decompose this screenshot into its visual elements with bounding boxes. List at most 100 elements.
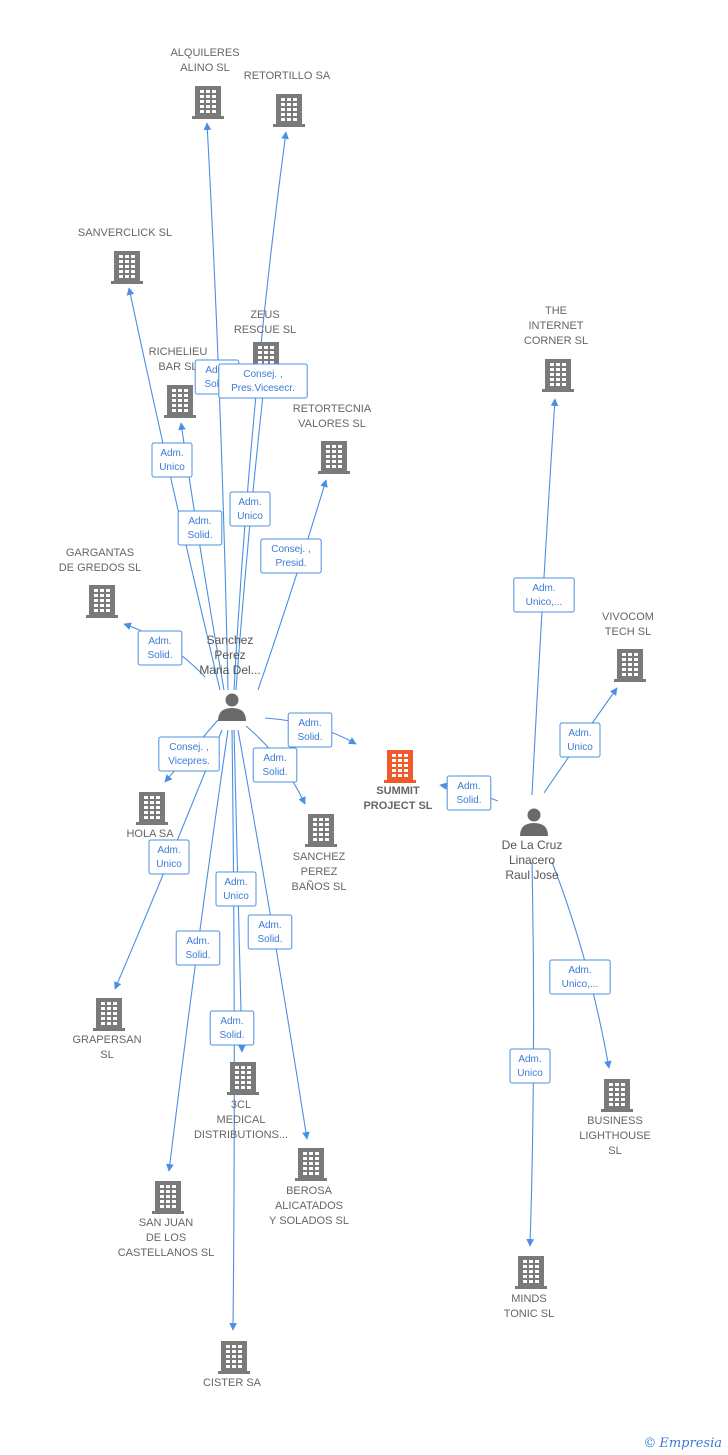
person-label-delacruz[interactable]: Linacero: [509, 853, 555, 867]
person-label-sanchez[interactable]: Sanchez: [207, 633, 254, 647]
edge-label-text: Solid.: [204, 379, 229, 390]
retortecnia-building-icon[interactable]: [318, 441, 350, 474]
edge-label-sanchez-to-berosa[interactable]: Adm.Solid.: [247, 914, 293, 950]
company-label-internet[interactable]: INTERNET: [529, 320, 584, 332]
person-label-sanchez[interactable]: Maria Del...: [199, 663, 260, 677]
company-label-berosa[interactable]: ALICATADOS: [275, 1200, 343, 1212]
company-label-berosa[interactable]: BEROSA: [286, 1185, 333, 1197]
company-label-zeus[interactable]: ZEUS: [250, 309, 279, 321]
company-label-alquileres[interactable]: ALINO SL: [180, 62, 230, 74]
company-label-internet[interactable]: CORNER SL: [524, 335, 588, 347]
edge-label-sanchez-to-retortecnia[interactable]: Consej. ,Presid.: [260, 538, 322, 574]
3cl-building-icon[interactable]: [227, 1062, 259, 1095]
company-label-summit[interactable]: SUMMIT: [376, 785, 420, 797]
edge-label-text: Adm.: [160, 448, 183, 459]
sanverclick-building-icon[interactable]: [111, 251, 143, 284]
edge-sanchez-to-retortecnia: [257, 479, 328, 691]
company-label-business[interactable]: SL: [608, 1145, 621, 1157]
company-label-richelieu[interactable]: RICHELIEU: [149, 346, 208, 358]
company-label-3cl[interactable]: MEDICAL: [217, 1114, 266, 1126]
company-label-3cl[interactable]: 3CL: [231, 1099, 251, 1111]
richelieu-building-icon[interactable]: [164, 385, 196, 418]
company-label-sanjuan[interactable]: CASTELLANOS SL: [118, 1247, 215, 1259]
edge-label-text: Adm.: [568, 965, 591, 976]
person-label-sanchez[interactable]: Perez: [214, 648, 245, 662]
company-label-sanchezperez[interactable]: SANCHEZ: [293, 851, 346, 863]
company-label-zeus[interactable]: RESCUE SL: [234, 324, 296, 336]
edge-label-sanchez-to-hola[interactable]: Consej. ,Vicepres.: [158, 736, 220, 772]
company-label-3cl[interactable]: DISTRIBUTIONS...: [194, 1129, 288, 1141]
company-label-gargantas[interactable]: DE GREDOS SL: [59, 562, 142, 574]
edge-label-sanchez-to-richelieu[interactable]: Adm.Solid.: [177, 510, 223, 546]
sanchez-person-icon[interactable]: [218, 693, 246, 722]
edge-label-text: Solid.: [219, 1030, 244, 1041]
company-label-retortillo[interactable]: RETORTILLO SA: [244, 70, 331, 82]
company-label-minds[interactable]: TONIC SL: [504, 1308, 555, 1320]
company-label-sanverclick[interactable]: SANVERCLICK SL: [78, 227, 172, 239]
company-label-business[interactable]: BUSINESS: [587, 1115, 643, 1127]
edge-label-box: [229, 491, 271, 527]
company-label-retortecnia[interactable]: VALORES SL: [298, 418, 366, 430]
company-label-vivocom[interactable]: TECH SL: [605, 626, 651, 638]
edge-label-text: Adm.: [238, 497, 261, 508]
grapersan-building-icon[interactable]: [93, 998, 125, 1031]
person-label-delacruz[interactable]: Raul Jose: [505, 868, 559, 882]
person-label-delacruz[interactable]: De La Cruz: [502, 838, 563, 852]
edge-label-sanchez-to-retortillo[interactable]: Consej. ,Pres.Vicesecr.: [218, 363, 308, 399]
edge-label-sanchez-to-3cl[interactable]: Adm.Unico: [215, 871, 257, 907]
company-label-sanchezperez[interactable]: BAÑOS SL: [291, 880, 346, 893]
delacruz-person-icon[interactable]: [520, 808, 548, 837]
company-label-retortecnia[interactable]: RETORTECNIA: [293, 403, 372, 415]
company-label-sanjuan[interactable]: SAN JUAN: [139, 1217, 193, 1229]
company-label-internet[interactable]: THE: [545, 305, 567, 317]
company-label-cister[interactable]: CISTER SA: [203, 1377, 262, 1389]
company-label-sanchezperez[interactable]: PEREZ: [301, 866, 338, 878]
company-label-hola[interactable]: HOLA SA: [126, 828, 174, 840]
company-label-vivocom[interactable]: VIVOCOM: [602, 611, 654, 623]
edge-label-sanchez-to-grapersan[interactable]: Adm.Unico: [148, 839, 190, 875]
edge-label-box: [260, 538, 322, 574]
edge-label-sanchez-to-cister[interactable]: Adm. Solid.: [209, 1010, 255, 1046]
company-label-richelieu[interactable]: BAR SL: [158, 361, 197, 373]
footer-brand[interactable]: ©Empresia: [643, 1436, 722, 1451]
edge-label-text: Unico: [237, 511, 263, 522]
company-label-berosa[interactable]: Y SOLADOS SL: [269, 1215, 349, 1227]
berosa-building-icon[interactable]: [295, 1148, 327, 1181]
company-label-grapersan[interactable]: GRAPERSAN: [72, 1034, 141, 1046]
edge-label-sanchez-to-sanjuan[interactable]: Adm.Solid.: [175, 930, 221, 966]
sanjuan-building-icon[interactable]: [152, 1181, 184, 1214]
company-label-gargantas[interactable]: GARGANTAS: [66, 547, 134, 559]
edge-label-delacruz-to-internet[interactable]: Adm.Unico,...: [513, 577, 575, 613]
copyright-icon: ©: [643, 1436, 657, 1451]
edge-label-delacruz-to-business[interactable]: Adm.Unico,...: [549, 959, 611, 995]
company-label-sanjuan[interactable]: DE LOS: [146, 1232, 186, 1244]
gargantas-building-icon[interactable]: [86, 585, 118, 618]
internet-building-icon[interactable]: [542, 359, 574, 392]
edge-label-sanchez-to-zeus[interactable]: Adm. Unico: [229, 491, 271, 527]
company-label-summit[interactable]: PROJECT SL: [363, 800, 432, 812]
minds-building-icon[interactable]: [515, 1256, 547, 1289]
company-label-business[interactable]: LIGHTHOUSE: [579, 1130, 651, 1142]
business-building-icon[interactable]: [601, 1079, 633, 1112]
edge-label-sanchez-to-sanchezperez[interactable]: Adm.Solid.: [252, 747, 298, 783]
edge-label-box: [509, 1048, 551, 1084]
edge-label-delacruz-to-summit[interactable]: Adm.Solid.: [446, 775, 492, 811]
edge-label-text: Adm.: [220, 1016, 243, 1027]
company-label-alquileres[interactable]: ALQUILERES: [170, 47, 239, 59]
edge-label-sanchez-to-sanverclick[interactable]: Adm.Unico: [151, 442, 193, 478]
edge-label-sanchez-to-summit[interactable]: Adm.Solid.: [287, 712, 333, 748]
alquileres-building-icon[interactable]: [192, 86, 224, 119]
edge-label-delacruz-to-vivocom[interactable]: Adm.Unico: [559, 722, 601, 758]
retortillo-building-icon[interactable]: [273, 94, 305, 127]
summit-building-icon[interactable]: [384, 750, 416, 783]
edge-label-box: [158, 736, 220, 772]
company-label-grapersan[interactable]: SL: [100, 1049, 113, 1061]
hola-building-icon[interactable]: [136, 792, 168, 825]
cister-building-icon[interactable]: [218, 1341, 250, 1374]
sanchezperez-building-icon[interactable]: [305, 814, 337, 847]
edge-label-sanchez-to-gargantas[interactable]: Adm.Solid.: [137, 630, 183, 666]
vivocom-building-icon[interactable]: [614, 649, 646, 682]
company-label-minds[interactable]: MINDS: [511, 1293, 546, 1305]
edge-label-delacruz-to-minds[interactable]: Adm.Unico: [509, 1048, 551, 1084]
